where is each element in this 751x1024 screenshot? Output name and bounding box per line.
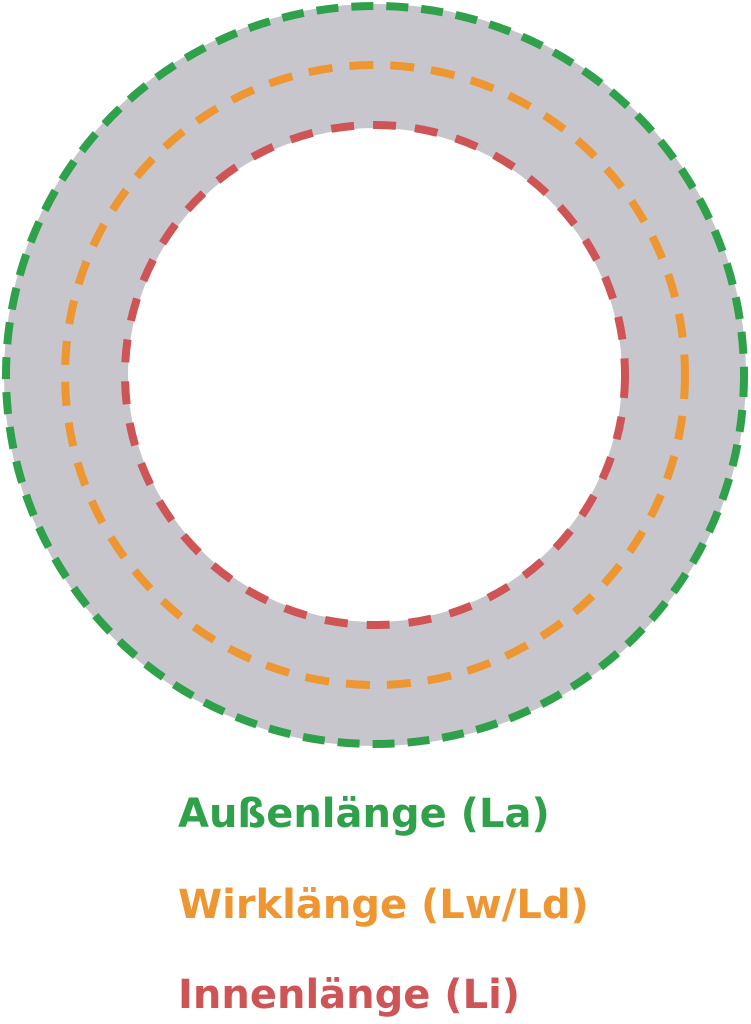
legend-outer-length: Außenlänge (La): [178, 791, 550, 837]
belt-ring-diagram: [2, 2, 748, 748]
pitch-length-circle: [61, 61, 689, 689]
legend-pitch-length: Wirklänge (Lw/Ld): [178, 882, 589, 928]
ring-band: [4, 4, 746, 746]
outer-length-circle: [2, 2, 748, 748]
legend-inner-length: Innenlänge (Li): [178, 972, 521, 1018]
inner-length-circle: [121, 121, 629, 629]
